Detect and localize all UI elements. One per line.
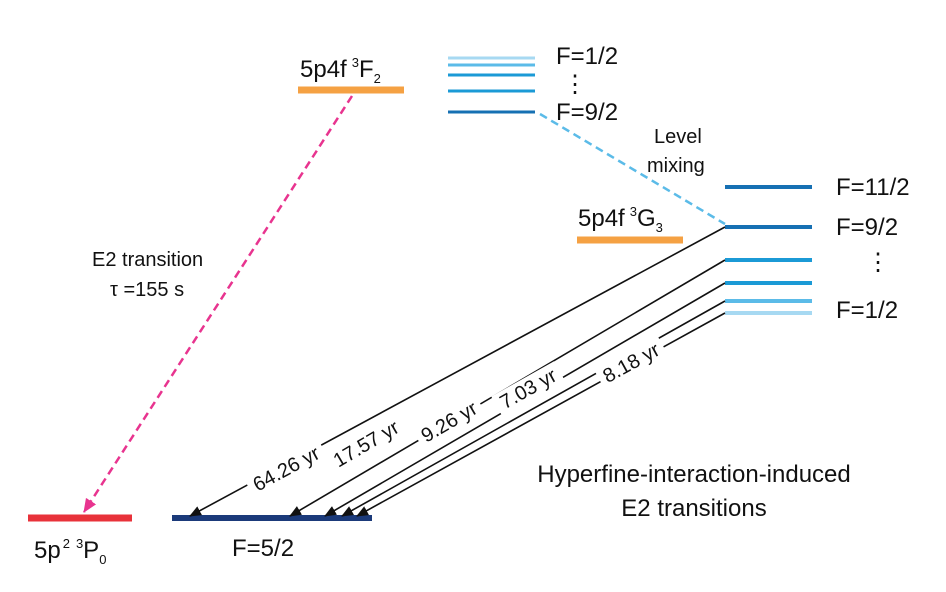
- lifetime-label-4: 7.03 yr: [496, 365, 560, 414]
- g3-dots: ⋮: [866, 249, 890, 276]
- f2-bottom-f-label: F=9/2: [556, 99, 618, 126]
- lifetime-label-1: 64.26 yr: [250, 442, 324, 496]
- f2-dots: ⋮: [563, 71, 587, 98]
- hf-caption-line1: Hyperfine-interaction-induced: [537, 461, 851, 488]
- hf-arrow-5: [356, 312, 726, 517]
- e2-label-line1: E2 transition: [92, 249, 203, 271]
- g3-hyperfine-levels: [725, 185, 812, 315]
- hf-caption-line2: E2 transitions: [621, 495, 766, 522]
- g3-f-label-1-2: F=1/2: [836, 297, 898, 324]
- level-mixing-line: [539, 112, 726, 226]
- f2-top-f-label: F=1/2: [556, 43, 618, 70]
- mixing-label-line1: Level: [654, 126, 702, 148]
- ground-f-label: F=5/2: [232, 535, 294, 562]
- hf-arrow-4: [341, 300, 726, 517]
- lifetime-label-2: 17.57 yr: [330, 416, 404, 472]
- lifetime-label-3: 9.26 yr: [418, 397, 482, 447]
- g3-f-label-11-2: F=11/2: [836, 174, 910, 201]
- f2-hyperfine-levels: [448, 56, 535, 114]
- lifetime-label-5: 8.18 yr: [599, 339, 663, 388]
- mixing-label-line2: mixing: [647, 155, 705, 177]
- e2-transition-arrow: [82, 95, 354, 513]
- e2-label-line2: τ =155 s: [110, 279, 184, 301]
- g3-f-label-9-2: F=9/2: [836, 214, 898, 241]
